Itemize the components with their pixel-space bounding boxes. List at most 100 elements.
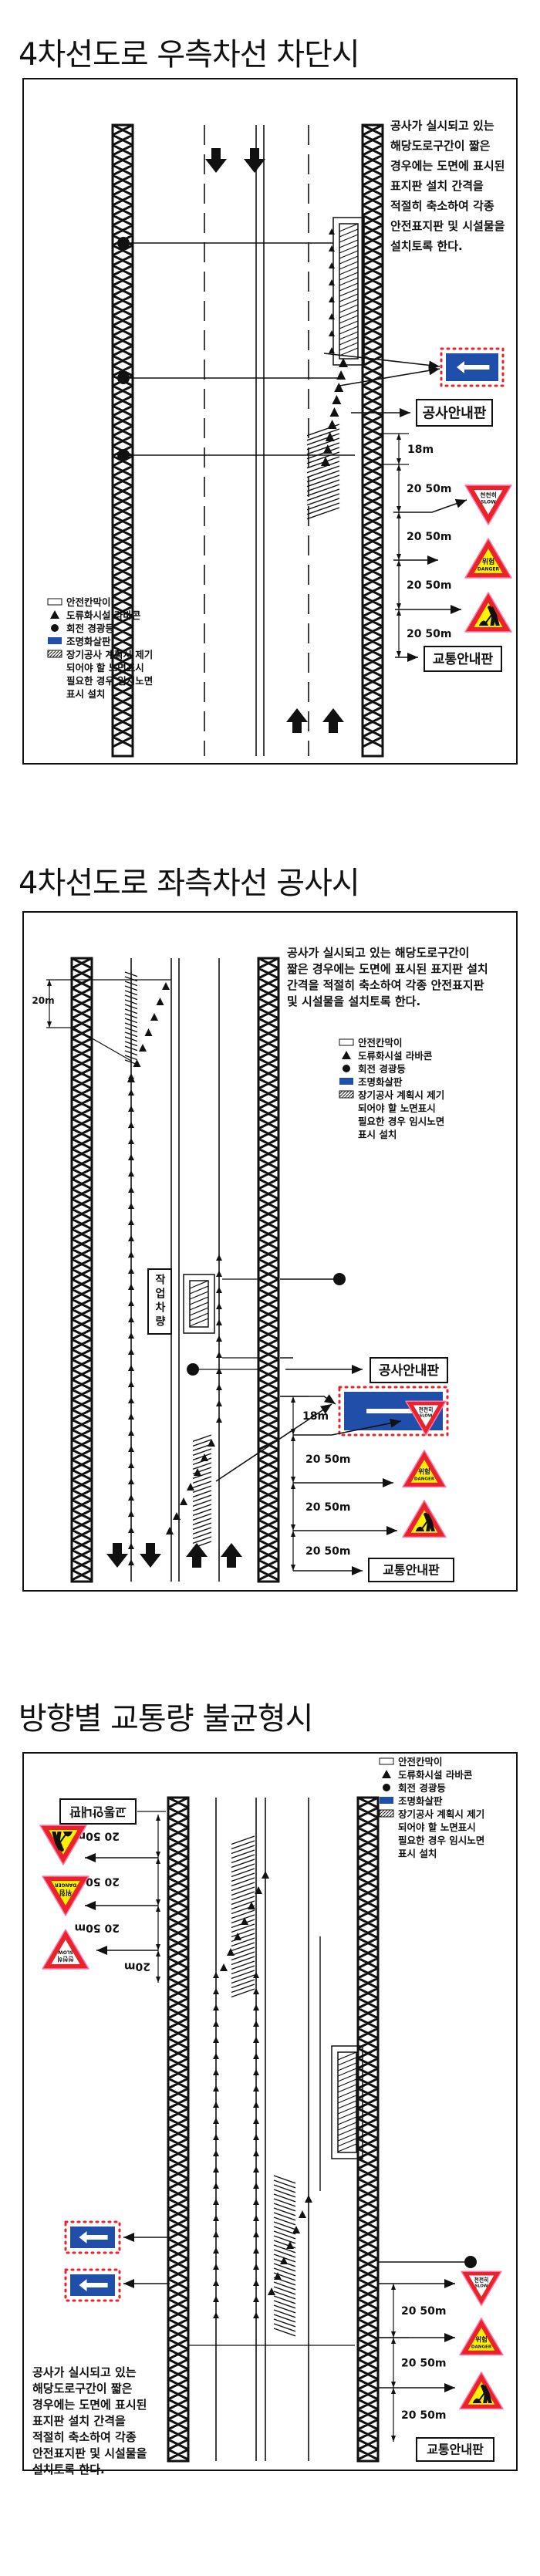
traffic-cone-icon — [216, 1368, 222, 1374]
traffic-cone-icon — [332, 395, 342, 404]
traffic-cone-icon — [173, 1512, 181, 1520]
arrowhead-icon — [444, 2279, 455, 2288]
traffic-cone-icon — [329, 228, 335, 235]
traffic-cone-icon — [128, 1187, 134, 1193]
traffic-cone-icon — [128, 1365, 134, 1371]
sign-face — [467, 2328, 495, 2351]
work-area-hatch — [189, 1280, 209, 1327]
note-line: 및 시설물을 설치토록 한다. — [287, 994, 420, 1008]
distance-label: 20 50m — [407, 579, 451, 592]
legend-item-label: 안전칸막이 — [66, 596, 111, 608]
section-3-title: 방향별 교통량 불균형시 — [19, 1701, 313, 1737]
traffic-cone-icon — [128, 1511, 134, 1517]
legend-extra-label: 필요한 경우 임시노면 — [66, 675, 153, 687]
road-worker-icon — [472, 2385, 492, 2403]
note-line: 안전표지판 및 시설물을 — [32, 2446, 147, 2460]
distance-label: 20 50m — [401, 2305, 446, 2318]
sign-face — [51, 1881, 80, 1906]
traffic-cone-icon — [156, 998, 164, 1005]
legend-extra-label: 되어야 할 노면표시 — [358, 1102, 436, 1114]
traffic-cone-icon — [128, 1381, 134, 1387]
traffic-cone-icon — [253, 2215, 259, 2221]
traffic-cone-icon — [213, 2004, 219, 2010]
arrowhead-icon — [444, 2383, 455, 2392]
leader-line — [215, 1403, 332, 1482]
traffic-cone-icon — [128, 1349, 134, 1355]
note-line: 경우에는 도면에 표시된 — [32, 2398, 147, 2412]
traffic-direction-arrow-down-icon — [140, 1543, 161, 1568]
traffic-cone-icon — [253, 2231, 259, 2237]
danger-sign-english: DANGER — [54, 1882, 76, 1888]
traffic-cone-icon — [213, 2296, 219, 2302]
traffic-cone-icon — [336, 370, 346, 380]
traffic-cone-icon — [128, 1170, 134, 1177]
traffic-cone-icon — [162, 982, 170, 990]
traffic-direction-arrow-up-icon — [286, 708, 308, 733]
work-zone-barricade — [183, 1274, 215, 1334]
safety-partition-icon — [379, 1757, 394, 1765]
road-marking-icon — [47, 650, 62, 658]
sign-face — [410, 1460, 438, 1483]
traffic-cone-icon — [213, 1972, 219, 1978]
slow-sign-korean: 천천히 — [474, 2277, 489, 2284]
safety-barrier — [257, 957, 280, 1583]
safety-partition-icon — [47, 598, 62, 606]
legend-item-label: 조명화살판 — [66, 636, 111, 647]
traffic-cone-icon — [253, 2247, 259, 2254]
work-area-hatch — [337, 2051, 357, 2152]
traffic-cone-icon — [253, 2264, 259, 2270]
slow-sign-korean: 천천히 — [480, 491, 497, 499]
traffic-cone-icon — [339, 358, 348, 367]
traffic-cone-icon — [213, 2037, 219, 2043]
traffic-cone-icon — [128, 1268, 134, 1274]
note-line: 간격을 적절히 축소하여 각종 안전표지판 — [287, 978, 484, 992]
traffic-cone-icon — [253, 2183, 259, 2189]
legend-item-label: 회전 경광등 — [66, 623, 114, 634]
traffic-cone-icon — [216, 1335, 222, 1342]
traffic-cone-icon — [144, 1028, 153, 1036]
slow-sign-korean: 천천히 — [419, 1406, 434, 1413]
note-line: 해당도로구간이 짧은 — [32, 2382, 133, 2395]
legend-item-label: 회전 경광등 — [398, 1782, 446, 1794]
rotating-warning-light-icon — [117, 449, 130, 461]
distance-label: 20 50m — [75, 1922, 120, 1934]
traffic-cone-icon — [329, 279, 335, 285]
work-zone-barricade — [331, 2045, 363, 2159]
traffic-info-sign-frame — [416, 2437, 494, 2462]
traffic-cone-icon — [329, 245, 335, 252]
traffic-cone-icon — [128, 1251, 134, 1258]
note-line: 안전표지판 및 시설물을 — [390, 219, 505, 233]
note-line: 공사가 실시되고 있는 해당도로구간이 — [287, 946, 469, 960]
traffic-cone-icon — [216, 1319, 222, 1325]
arrowhead-icon — [96, 1946, 107, 1955]
arrowhead-icon — [451, 605, 461, 614]
distance-label: 18m — [302, 1410, 329, 1423]
arrowhead-icon — [320, 1404, 332, 1414]
arrowhead-icon — [400, 408, 410, 417]
traffic-cone-icon — [216, 1384, 222, 1390]
work-vehicle-label: 작업차량 — [154, 1274, 166, 1329]
traffic-cone-icon — [216, 1352, 222, 1358]
traffic-cone-icon — [262, 1871, 269, 1879]
legend-extra-label: 되어야 할 노면표시 — [66, 662, 144, 674]
legend-item-label: 도류화시설 라바콘 — [66, 609, 141, 621]
traffic-cone-icon — [253, 2199, 259, 2205]
traffic-direction-arrow-up-icon — [322, 708, 344, 733]
arrowhead-icon — [324, 1394, 336, 1404]
safety-partition — [183, 1274, 215, 1334]
arrow-board-sign — [440, 347, 505, 387]
traffic-cone-icon — [253, 2166, 259, 2173]
traffic-cone-icon — [255, 1886, 262, 1894]
sign-face — [413, 1405, 439, 1426]
sign-face — [51, 1940, 80, 1964]
traffic-cone-icon — [213, 2053, 219, 2059]
slow-sign-english: SLOW — [58, 1950, 73, 1955]
traffic-cone-icon — [241, 1917, 248, 1925]
construction-info-sign-frame — [370, 1357, 448, 1383]
